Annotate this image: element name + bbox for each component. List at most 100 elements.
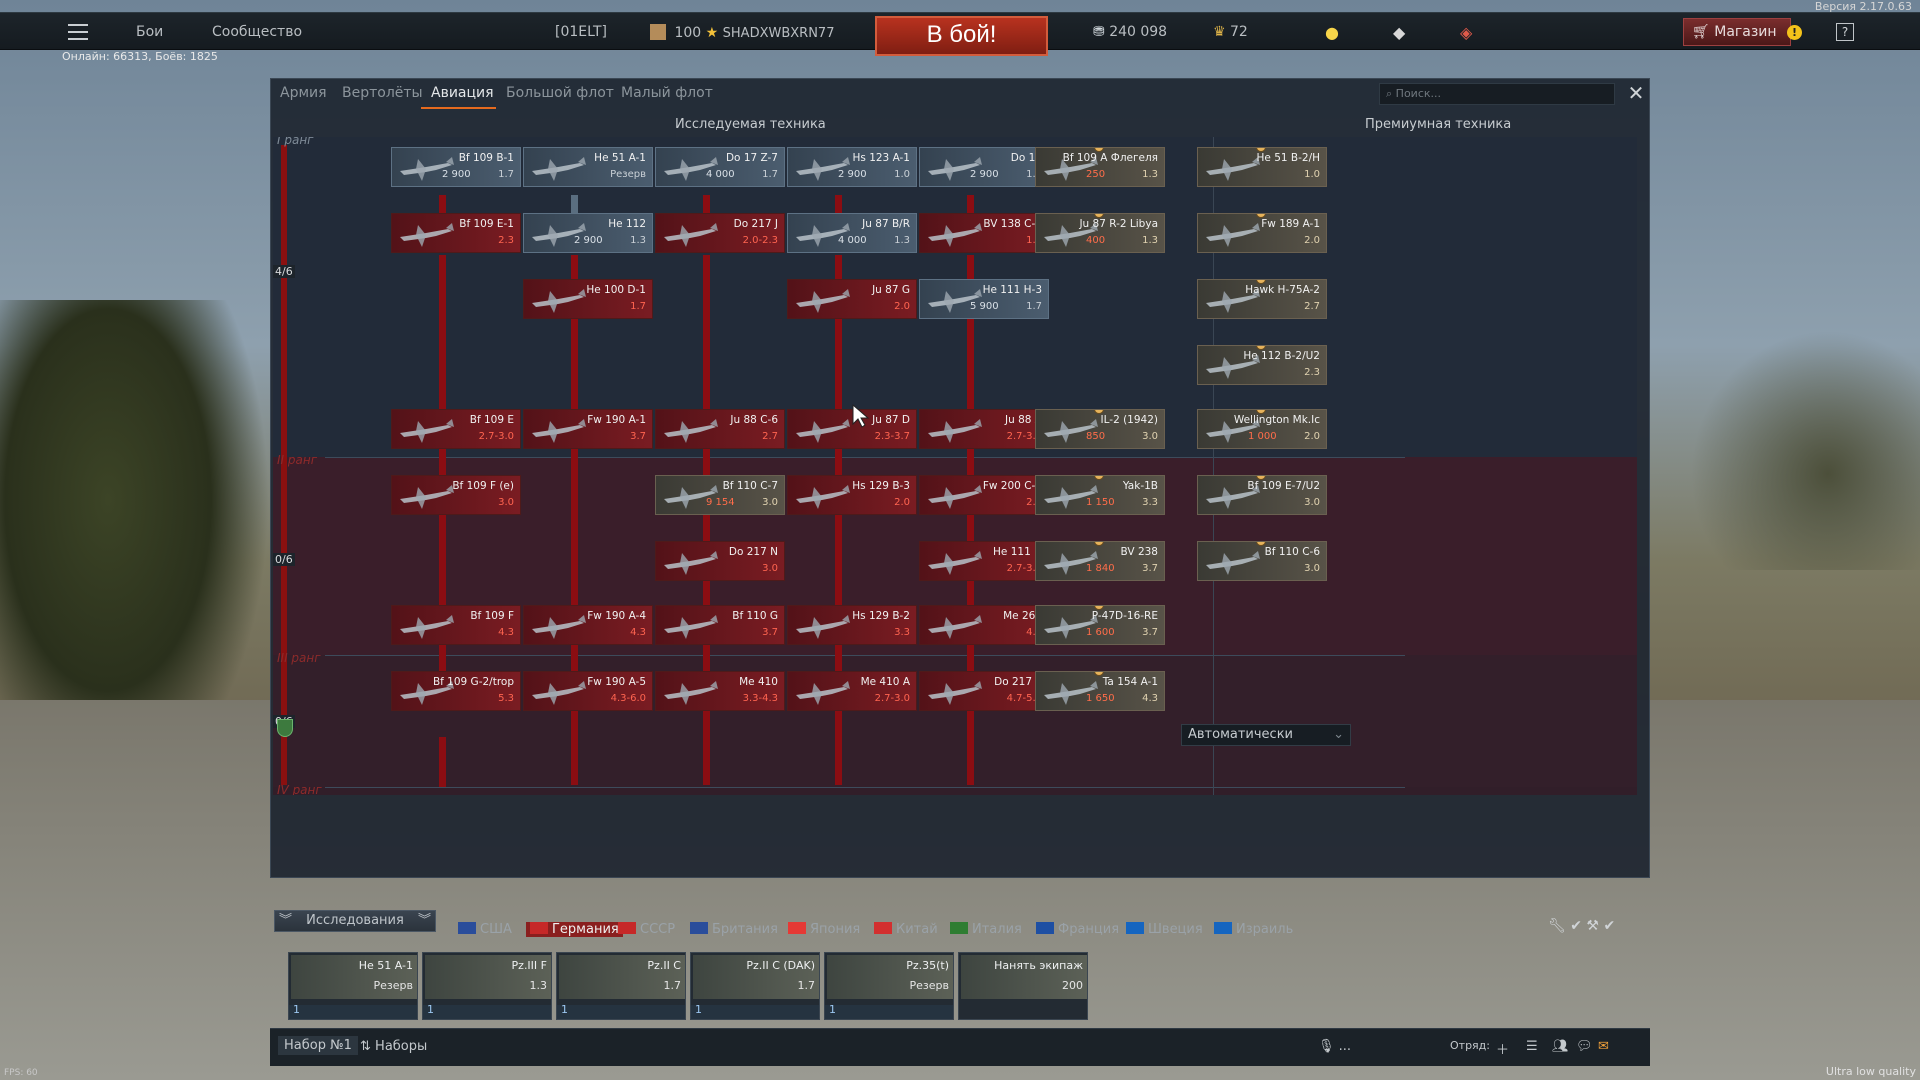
tab-bluewater-fleet[interactable]: Большой флот: [506, 85, 614, 101]
plus-icon[interactable]: ＋: [1496, 1043, 1510, 1058]
shield-icon[interactable]: [277, 719, 293, 737]
country-tab[interactable]: Франция: [1036, 922, 1119, 937]
to-battle-button[interactable]: В бой!: [875, 16, 1048, 56]
country-tab[interactable]: Швеция: [1126, 922, 1203, 937]
squadron-tag[interactable]: [01ELT]: [555, 24, 608, 40]
battles-menu[interactable]: Бои: [136, 24, 164, 40]
shop-button[interactable]: 🛒︎ Магазин !: [1683, 18, 1802, 46]
research-mode-select[interactable]: Автоматически ⌄: [1181, 724, 1351, 746]
vehicle-card[interactable]: Fw 200 C-12.3: [919, 475, 1049, 515]
research-button[interactable]: ︾ Исследования ︾: [274, 910, 436, 932]
country-tab[interactable]: США: [458, 922, 512, 937]
wrench-icon[interactable]: 🔧︎: [1548, 918, 1566, 934]
profile[interactable]: 100 ★ SHADXWBXRN77: [650, 24, 834, 41]
silver-balance[interactable]: ⛃ 240 098: [1093, 24, 1168, 40]
search-input[interactable]: ⌕ Поиск...: [1379, 83, 1615, 105]
check-icon[interactable]: ✔: [1603, 918, 1616, 934]
preset-name[interactable]: Набор №1: [278, 1036, 358, 1055]
vehicle-name: BV 138 C-1: [983, 218, 1042, 230]
help-icon[interactable]: ?: [1836, 23, 1854, 41]
tab-coastal-fleet[interactable]: Малый флот: [621, 85, 713, 101]
tab-helicopters[interactable]: Вертолёты: [342, 85, 423, 101]
marketplace-icon[interactable]: ◆: [1393, 23, 1406, 42]
vehicle-card[interactable]: Me 2644.3: [919, 605, 1049, 645]
chat-icon[interactable]: 💬︎: [1576, 1039, 1593, 1054]
friends-icon[interactable]: 👥︎: [1552, 1039, 1569, 1054]
tab-army[interactable]: Армия: [280, 85, 327, 101]
country-tab[interactable]: СССР: [618, 922, 675, 937]
country-tab[interactable]: Япония: [788, 922, 860, 937]
presets-button[interactable]: ⇅ Наборы: [360, 1039, 428, 1054]
community-menu[interactable]: Сообщество: [212, 24, 303, 40]
country-tab[interactable]: Германия: [526, 922, 623, 937]
country-tab[interactable]: Израиль: [1214, 922, 1293, 937]
mail-icon[interactable]: ✉: [1598, 1039, 1609, 1054]
coupon-icon[interactable]: ◈: [1460, 23, 1473, 42]
menu-icon[interactable]: [68, 24, 88, 40]
close-icon[interactable]: ✕: [1627, 81, 1645, 105]
microphone-icon[interactable]: 🎙︎ ...: [1318, 1039, 1352, 1054]
gold-balance[interactable]: ♛ 72: [1213, 24, 1248, 40]
vehicle-card[interactable]: BV 138 C-11.7: [919, 213, 1049, 253]
country-tab[interactable]: Британия: [690, 922, 778, 937]
lightbulb-icon[interactable]: ●: [1325, 23, 1339, 42]
tab-aviation[interactable]: Авиация: [431, 85, 494, 101]
list-icon[interactable]: ☰: [1526, 1039, 1538, 1054]
check-icon[interactable]: ✔: [1570, 918, 1582, 934]
country-tab[interactable]: Италия: [950, 922, 1022, 937]
repair-all-icon[interactable]: ⚒: [1586, 918, 1599, 934]
vehicle-card[interactable]: Bf 109 F (e)3.0: [391, 475, 521, 515]
country-tab[interactable]: Китай: [874, 922, 938, 937]
